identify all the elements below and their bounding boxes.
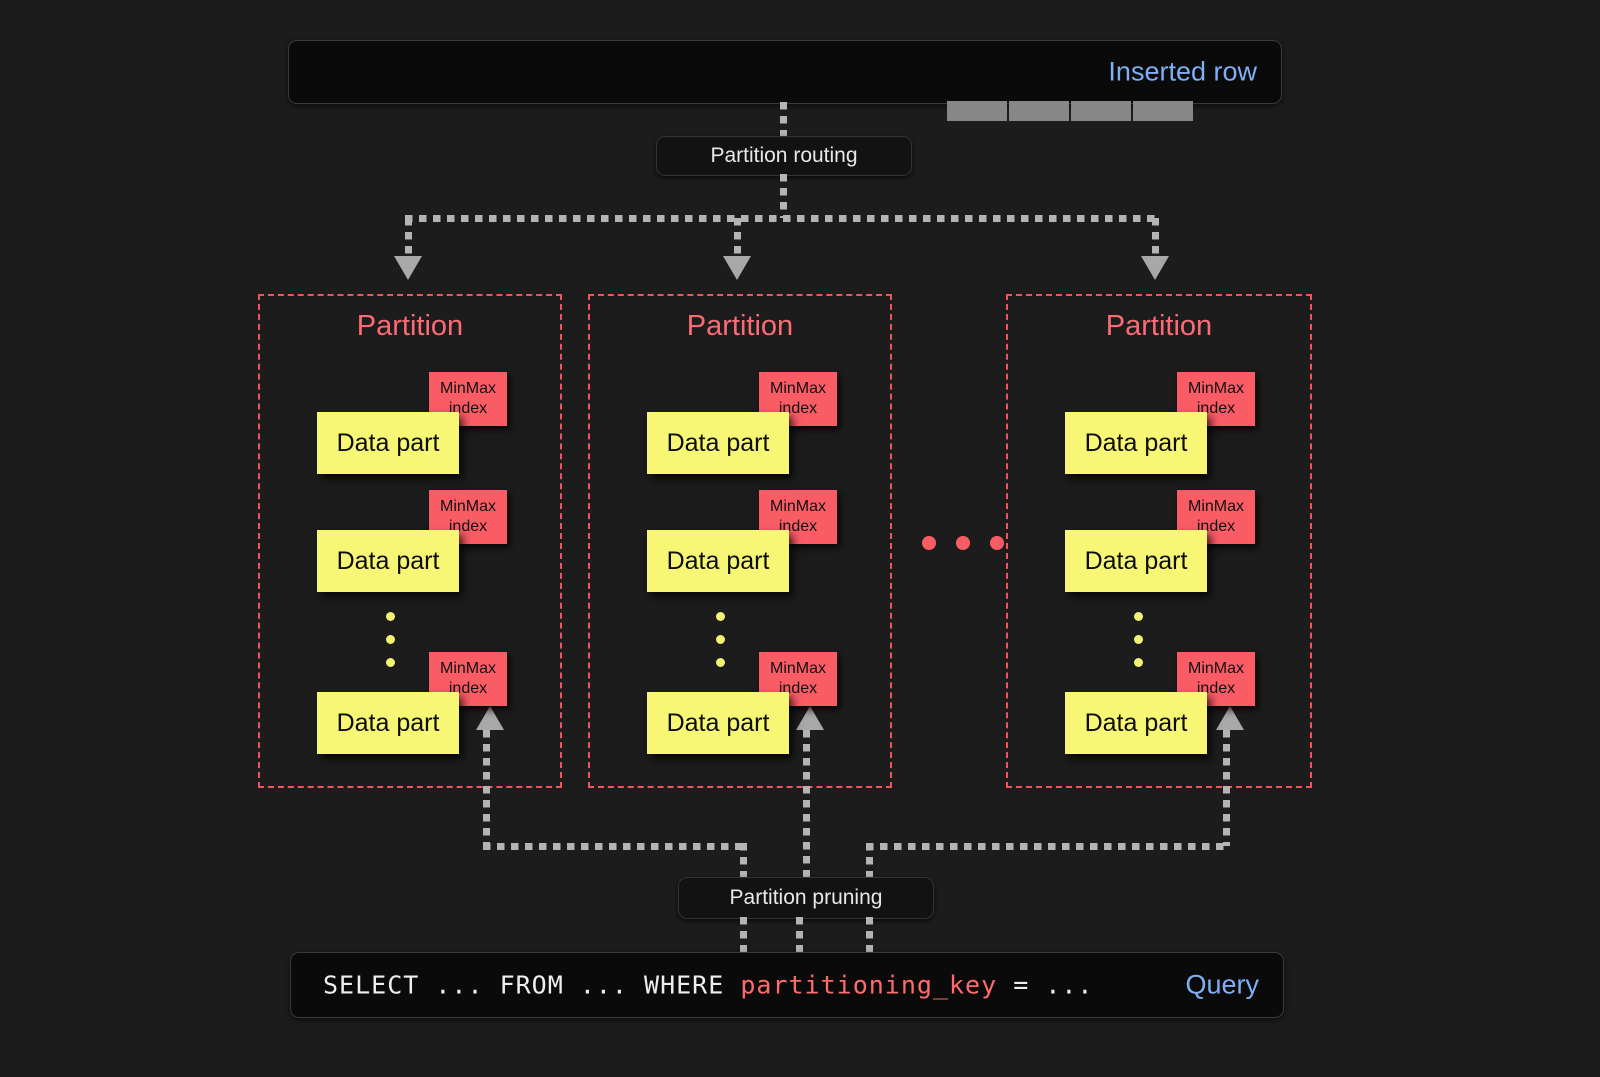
ellipsis-dot [990,536,1004,550]
ellipsis-dot [1134,635,1143,644]
data-part-box: Data part [647,692,789,754]
data-part-box: Data part [317,530,459,592]
connector-routing-down [780,174,787,218]
connector-row-to-routing [780,102,787,136]
ellipsis-dot [922,536,936,550]
minmax-index-line1: MinMax [769,380,826,397]
minmax-index-line1: MinMax [769,660,826,677]
query-suffix: = ... [997,970,1094,1000]
partitions-ellipsis [922,536,1004,550]
minmax-index-line1: MinMax [439,660,496,677]
ellipsis-dot [386,635,395,644]
partition-routing-label: Partition routing [710,144,858,167]
data-part-box: Data part [1065,530,1207,592]
minmax-index-line1: MinMax [769,498,826,515]
data-part-box: Data part [1065,692,1207,754]
connector-routing-bus [405,215,1157,222]
arrow-from-partition-1-icon [796,706,824,730]
connector-to-partition-0 [405,218,412,260]
minmax-index-box: MinMax index [759,490,837,544]
minmax-index-line1: MinMax [1187,660,1244,677]
partition-parts-ellipsis [386,612,395,681]
query-prefix: SELECT ... FROM ... WHERE [323,970,741,1000]
connector-bus-to-pruning-right [866,843,873,879]
partition-box-2: Partition MinMax index Data part MinMax … [1006,294,1312,788]
row-cell [1009,101,1069,121]
query-keyword: partitioning_key [740,970,998,1000]
query-bar: SELECT ... FROM ... WHERE partitioning_k… [290,952,1284,1018]
minmax-index-line1: MinMax [439,498,496,515]
ellipsis-dot [716,612,725,621]
connector-to-partition-1 [734,218,741,260]
arrow-into-partition-1-icon [723,256,751,280]
ellipsis-dot [956,536,970,550]
row-cell [1133,101,1193,121]
partition-pruning-box[interactable]: Partition pruning [678,877,934,919]
connector-partition-2-up [1223,730,1230,846]
connector-pruning-to-query-mid [796,917,803,953]
connector-pruning-to-query-right [866,917,873,953]
ellipsis-dot [1134,612,1143,621]
data-part-box: Data part [1065,412,1207,474]
partition-parts-ellipsis [1134,612,1143,681]
ellipsis-dot [1134,658,1143,667]
ellipsis-dot [386,658,395,667]
connector-partition-0-up [483,730,490,846]
partition-title-1: Partition [686,310,794,342]
connector-partition-1-up [803,730,810,877]
inserted-row-cells [947,101,1193,121]
row-cell [947,101,1007,121]
arrow-into-partition-2-icon [1141,256,1169,280]
row-cell [1071,101,1131,121]
inserted-row-label: Inserted row [1108,56,1257,87]
minmax-index-line1: MinMax [1187,380,1244,397]
partition-routing-box[interactable]: Partition routing [656,136,912,176]
partition-title-2: Partition [1105,310,1213,342]
data-part-box: Data part [317,692,459,754]
connector-pruning-to-query-left [740,917,747,953]
minmax-index-line1: MinMax [439,380,496,397]
partition-parts-ellipsis [716,612,725,681]
partition-box-0: Partition MinMax index Data part MinMax … [258,294,562,788]
inserted-row-bar: Inserted row [288,40,1282,121]
minmax-index-line1: MinMax [1187,498,1244,515]
arrow-from-partition-0-icon [476,706,504,730]
ellipsis-dot [386,612,395,621]
connector-partition-0-bus [483,843,746,850]
partition-pruning-label: Partition pruning [729,886,883,909]
data-part-box: Data part [647,530,789,592]
arrow-from-partition-2-icon [1216,706,1244,730]
ellipsis-dot [716,635,725,644]
partition-title-0: Partition [356,310,464,342]
minmax-index-box: MinMax index [759,652,837,706]
ellipsis-dot [716,658,725,667]
query-label: Query [1185,969,1259,1000]
query-text: SELECT ... FROM ... WHERE partitioning_k… [323,971,1093,1000]
connector-to-partition-2 [1152,218,1159,260]
connector-partition-2-bus [866,843,1230,850]
arrow-into-partition-0-icon [394,256,422,280]
partition-box-1: Partition MinMax index Data part MinMax … [588,294,892,788]
data-part-box: Data part [317,412,459,474]
data-part-box: Data part [647,412,789,474]
connector-bus-to-pruning-left [740,843,747,879]
